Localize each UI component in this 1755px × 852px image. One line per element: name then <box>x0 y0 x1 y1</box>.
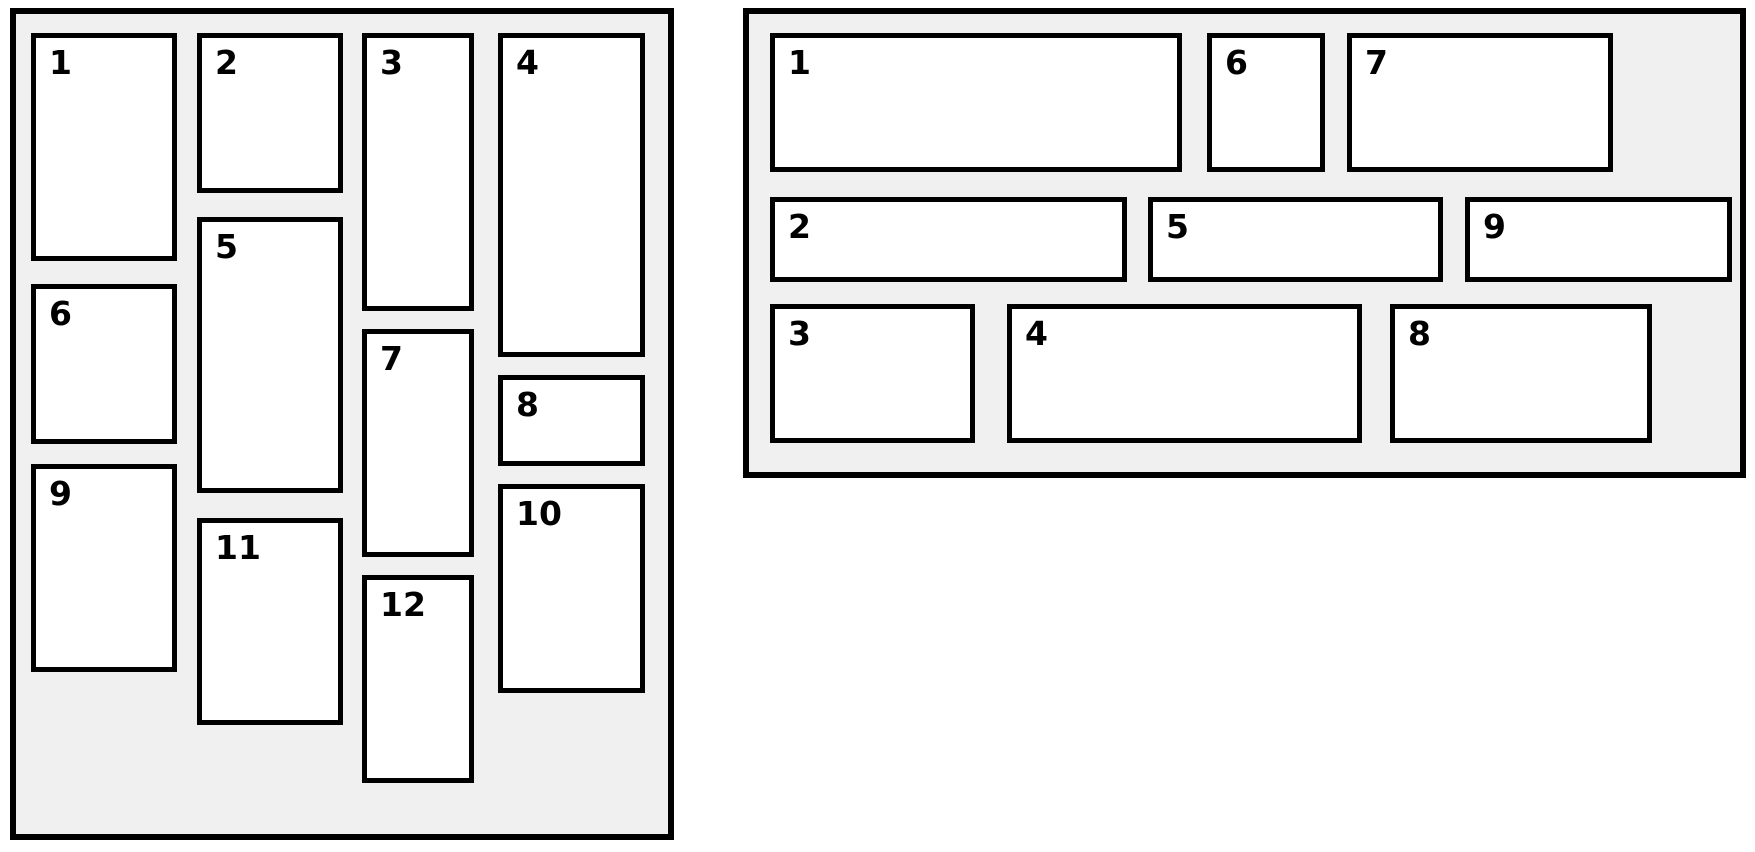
left-card-10-label: 10 <box>516 494 562 533</box>
left-card-12-label: 12 <box>380 585 426 624</box>
left-card-6: 6 <box>31 284 177 444</box>
left-card-1-label: 1 <box>49 43 72 82</box>
right-card-5-label: 5 <box>1166 207 1189 246</box>
right-card-5: 5 <box>1148 197 1443 282</box>
left-card-8: 8 <box>498 375 645 466</box>
left-card-7-label: 7 <box>380 339 403 378</box>
left-card-11-label: 11 <box>215 528 261 567</box>
left-card-5-label: 5 <box>215 227 238 266</box>
right-layout-panel: 1 6 7 2 5 9 3 4 8 <box>743 8 1746 478</box>
left-card-4: 4 <box>498 33 645 357</box>
right-card-2-label: 2 <box>788 207 811 246</box>
left-card-3: 3 <box>362 33 474 311</box>
right-card-4: 4 <box>1007 304 1362 443</box>
left-card-2: 2 <box>197 33 343 193</box>
left-card-9: 9 <box>31 464 177 672</box>
right-card-2: 2 <box>770 197 1127 282</box>
right-card-4-label: 4 <box>1025 314 1048 353</box>
right-card-6-label: 6 <box>1225 43 1248 82</box>
right-card-1-label: 1 <box>788 43 811 82</box>
right-card-1: 1 <box>770 33 1182 172</box>
left-layout-panel: 1 2 3 4 5 6 7 8 9 10 11 12 <box>10 8 674 840</box>
left-card-5: 5 <box>197 217 343 493</box>
right-card-7-label: 7 <box>1365 43 1388 82</box>
left-card-11: 11 <box>197 518 343 725</box>
right-card-7: 7 <box>1347 33 1613 172</box>
left-card-7: 7 <box>362 329 474 557</box>
left-card-1: 1 <box>31 33 177 261</box>
left-card-10: 10 <box>498 484 645 693</box>
right-card-8-label: 8 <box>1408 314 1431 353</box>
left-card-8-label: 8 <box>516 385 539 424</box>
left-card-12: 12 <box>362 575 474 783</box>
left-card-2-label: 2 <box>215 43 238 82</box>
right-card-6: 6 <box>1207 33 1325 172</box>
left-card-3-label: 3 <box>380 43 403 82</box>
right-card-9: 9 <box>1465 197 1732 282</box>
left-card-6-label: 6 <box>49 294 72 333</box>
right-card-3: 3 <box>770 304 975 443</box>
right-card-8: 8 <box>1390 304 1652 443</box>
left-card-9-label: 9 <box>49 474 72 513</box>
right-card-3-label: 3 <box>788 314 811 353</box>
right-card-9-label: 9 <box>1483 207 1506 246</box>
left-card-4-label: 4 <box>516 43 539 82</box>
